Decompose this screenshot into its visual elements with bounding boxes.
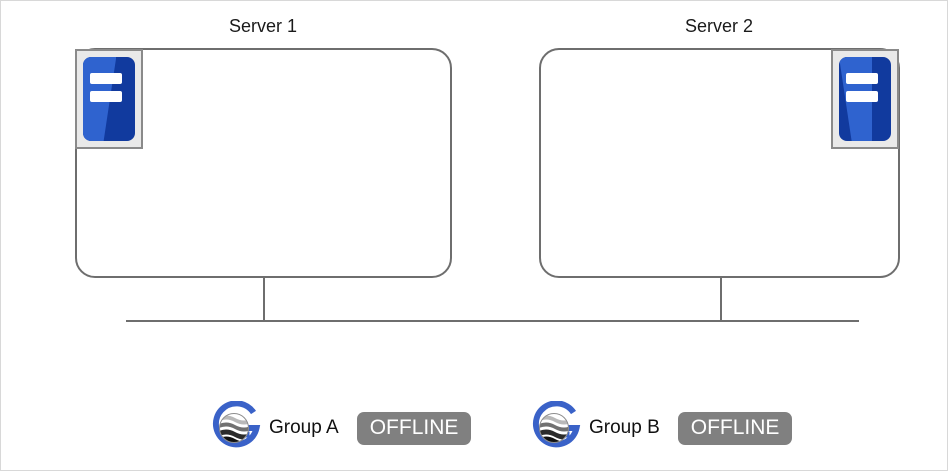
- server-icon: [75, 49, 143, 149]
- group-a-label: Group A: [269, 417, 339, 438]
- server-icon-bar-top: [89, 72, 122, 84]
- group-b-status-badge: OFFLINE: [677, 411, 793, 445]
- server-2-title: Server 2: [684, 16, 754, 36]
- server-icon: [831, 49, 899, 149]
- group-a-status-badge: OFFLINE: [356, 411, 472, 445]
- server-icon-bar-bottom: [89, 90, 122, 102]
- globe-g-logo: [212, 401, 261, 448]
- server-icon-body: [83, 57, 135, 141]
- server-icon-body: [839, 57, 891, 141]
- group-b-row: Group B OFFLINE: [529, 401, 793, 455]
- globe-g-logo: [532, 401, 581, 448]
- server-icon-bar-top: [845, 72, 878, 84]
- server-icon-bar-bottom: [845, 90, 878, 102]
- group-b-label: Group B: [589, 417, 660, 438]
- server-2-network-connector: [720, 278, 722, 321]
- server-1-title: Server 1: [228, 16, 298, 36]
- group-a-row: Group A OFFLINE: [209, 401, 472, 455]
- server-1-network-connector: [263, 278, 265, 321]
- network-bus-line: [126, 320, 859, 322]
